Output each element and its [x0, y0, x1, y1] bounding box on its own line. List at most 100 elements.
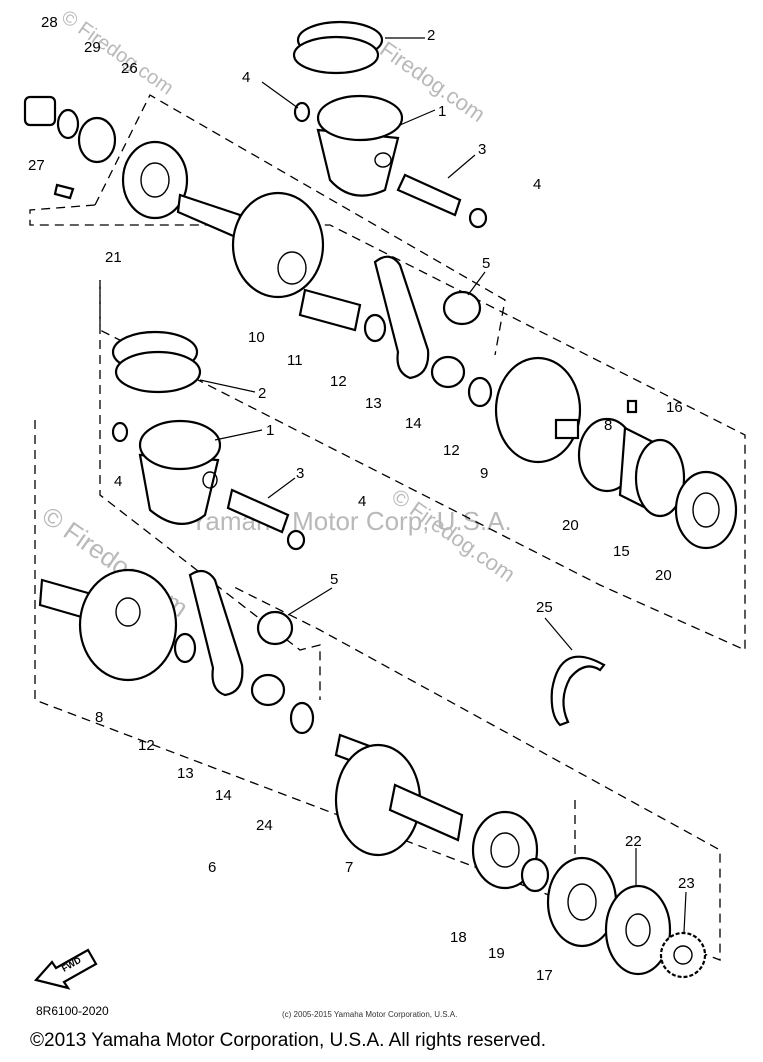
reprint-note: (c) 2005-2015 Yamaha Motor Corporation, …: [282, 1010, 458, 1019]
callout-4-top-right: 4: [533, 176, 541, 193]
sprocket-23: [659, 931, 707, 979]
washer-12-mid: [467, 376, 493, 408]
leader-23: [683, 891, 687, 933]
circlip-25: [550, 655, 606, 727]
conrod-13-lower: [188, 569, 244, 697]
conrod-13-upper: [373, 255, 430, 380]
bearing-18-inner: [490, 832, 520, 868]
callout-12-mid: 12: [443, 442, 460, 459]
callout-4-top-left: 4: [242, 69, 250, 86]
callout-29: 29: [84, 39, 101, 56]
lower-right-crank-group: [334, 733, 707, 979]
leader-3-top: [447, 154, 476, 179]
callout-2-top: 2: [427, 27, 435, 44]
needle-bearing-5-lower: [256, 610, 294, 646]
leader-2-mid: [199, 379, 256, 393]
bearing-21: [121, 140, 189, 220]
nut-28: [23, 95, 57, 127]
leader-1-top: [399, 109, 436, 126]
lower-crank-group: [38, 568, 315, 735]
crank-shaft-7: [388, 783, 464, 842]
pin-16: [626, 399, 638, 414]
crank-web-10: [231, 191, 325, 299]
crank-web-9-shaft: [554, 418, 580, 440]
piston-pin-upper: [396, 173, 462, 217]
leader-3-mid: [267, 477, 296, 499]
needle-bearing-5-upper: [442, 290, 482, 326]
callout-20-a: 20: [562, 517, 579, 534]
callout-11: 11: [287, 352, 303, 369]
callout-28: 28: [41, 14, 58, 31]
callout-12-lower: 12: [138, 737, 155, 754]
seal-22: [604, 884, 672, 976]
callout-9: 9: [480, 465, 488, 482]
piston-pin-hole-upper: [374, 152, 392, 168]
middle-crank-outline: [99, 280, 321, 700]
bearing-20-b-inner: [692, 492, 720, 528]
center-crank-group: [494, 356, 738, 550]
front-arrow: FWD: [33, 948, 98, 990]
needle-bearing-14-lower: [250, 673, 286, 707]
crank-web-8-hub: [115, 597, 141, 627]
bearing-20-b: [674, 470, 738, 550]
callout-21: 21: [105, 249, 122, 266]
callout-7: 7: [345, 859, 353, 876]
callout-13-lower: 13: [177, 765, 194, 782]
callout-27: 27: [28, 157, 45, 174]
assembly-outlines: [29, 94, 746, 961]
callout-15: 15: [613, 543, 630, 560]
callout-18: 18: [450, 929, 467, 946]
leader-4-top: [261, 81, 299, 109]
piston-upper: [316, 128, 400, 197]
upper-piston-group: [292, 20, 488, 229]
callout-17: 17: [536, 967, 553, 984]
callout-14-lower: 14: [215, 787, 232, 804]
callout-26: 26: [121, 60, 138, 77]
callout-24: 24: [256, 817, 273, 834]
callout-1-top: 1: [438, 103, 446, 120]
callout-25: 25: [536, 599, 553, 616]
bearing-15: [634, 438, 686, 518]
copyright-notice: ©2013 Yamaha Motor Corporation, U.S.A. A…: [30, 1030, 546, 1051]
leader-1-mid: [214, 429, 263, 441]
callout-13-upper: 13: [365, 395, 382, 412]
callout-4-mid-left: 4: [114, 473, 122, 490]
key-27: [53, 183, 75, 200]
front-arrow-shape: [33, 948, 98, 990]
callout-5-mid: 5: [330, 571, 338, 588]
piston-crown-lower: [138, 419, 222, 471]
callout-19: 19: [488, 945, 505, 962]
piston-ring-lower-b: [114, 350, 202, 394]
piston-pin-hole-lower: [202, 471, 218, 489]
seal-26: [77, 116, 117, 164]
lower-piston-group: [111, 330, 306, 551]
sprocket-23-hole: [673, 945, 693, 965]
callout-23: 23: [678, 875, 695, 892]
crank-web-9: [494, 356, 582, 464]
callout-2-mid: 2: [258, 385, 266, 402]
callout-20-b: 20: [655, 567, 672, 584]
clip-upper-b: [468, 207, 488, 229]
clip-lower-a: [111, 421, 129, 443]
callout-22: 22: [625, 833, 642, 850]
seal-22-inner: [625, 913, 651, 947]
washer-12-upper: [363, 313, 387, 343]
callout-1-mid: 1: [266, 422, 274, 439]
crank-web-8: [78, 568, 178, 682]
leader-5-mid: [287, 587, 333, 616]
upper-crank-group: [23, 95, 387, 343]
upper-crank-outline: [29, 204, 746, 652]
bearing-18: [471, 810, 539, 890]
piston-ring-upper-b: [292, 35, 380, 75]
callout-4-mid-right: 4: [358, 493, 366, 510]
piston-lower: [138, 453, 220, 525]
watermark-site-4: © Firedog.com: [57, 6, 177, 99]
bearing-17-inner: [567, 883, 597, 921]
bearing-21-inner: [140, 162, 170, 198]
piston-crown-upper: [316, 94, 404, 142]
callout-14-upper: 14: [405, 415, 422, 432]
callout-5-top: 5: [482, 255, 490, 272]
callout-8: 8: [95, 709, 103, 726]
diagram-code: 8R6100-2020: [36, 1004, 109, 1018]
